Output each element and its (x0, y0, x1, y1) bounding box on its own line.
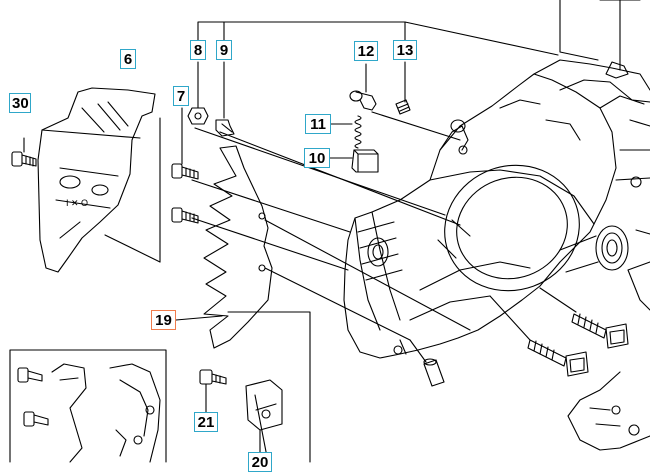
crankcase-housing (343, 73, 617, 359)
tank-assembly (533, 59, 650, 235)
callout-6[interactable]: 6 (120, 49, 136, 69)
callout-9[interactable]: 9 (216, 40, 232, 60)
guide-lines (104, 111, 471, 463)
callout-10[interactable]: 10 (304, 148, 330, 168)
part-8-nut (187, 107, 209, 125)
part-10-brake-block (329, 149, 379, 173)
long-bolts (489, 287, 629, 377)
callout-30[interactable]: 30 (9, 93, 31, 113)
part-9-stud (215, 119, 235, 137)
callout-21[interactable]: 21 (194, 412, 218, 432)
exploded-view-drawing: I ✕ O (9, 0, 650, 463)
part-20-plate (245, 379, 283, 453)
part-11-spring (330, 115, 362, 149)
callout-19[interactable]: 19 (151, 310, 176, 330)
svg-text:I ✕ O: I ✕ O (66, 198, 88, 208)
callout-20[interactable]: 20 (248, 452, 272, 472)
part-6-cover: I ✕ O (37, 87, 156, 273)
right-cover-fragment (567, 261, 650, 451)
part-12-brake-lever (349, 63, 377, 111)
parts-diagram: I ✕ O (9, 0, 650, 472)
callout-11[interactable]: 11 (305, 114, 331, 134)
callout-8[interactable]: 8 (190, 40, 206, 60)
callout-7[interactable]: 7 (173, 86, 189, 106)
part-21-screw (199, 369, 227, 413)
part-30-screw (11, 137, 37, 167)
bearing (559, 225, 629, 273)
part-7-screws (171, 107, 199, 224)
bracket-leader-lines (197, 0, 641, 119)
part-19-bumper-spike (175, 145, 273, 349)
part-13-spring-pin (395, 99, 411, 115)
inset-detail (9, 349, 167, 463)
bushing (409, 339, 445, 387)
callout-13[interactable]: 13 (393, 40, 417, 60)
callout-12[interactable]: 12 (354, 41, 378, 61)
